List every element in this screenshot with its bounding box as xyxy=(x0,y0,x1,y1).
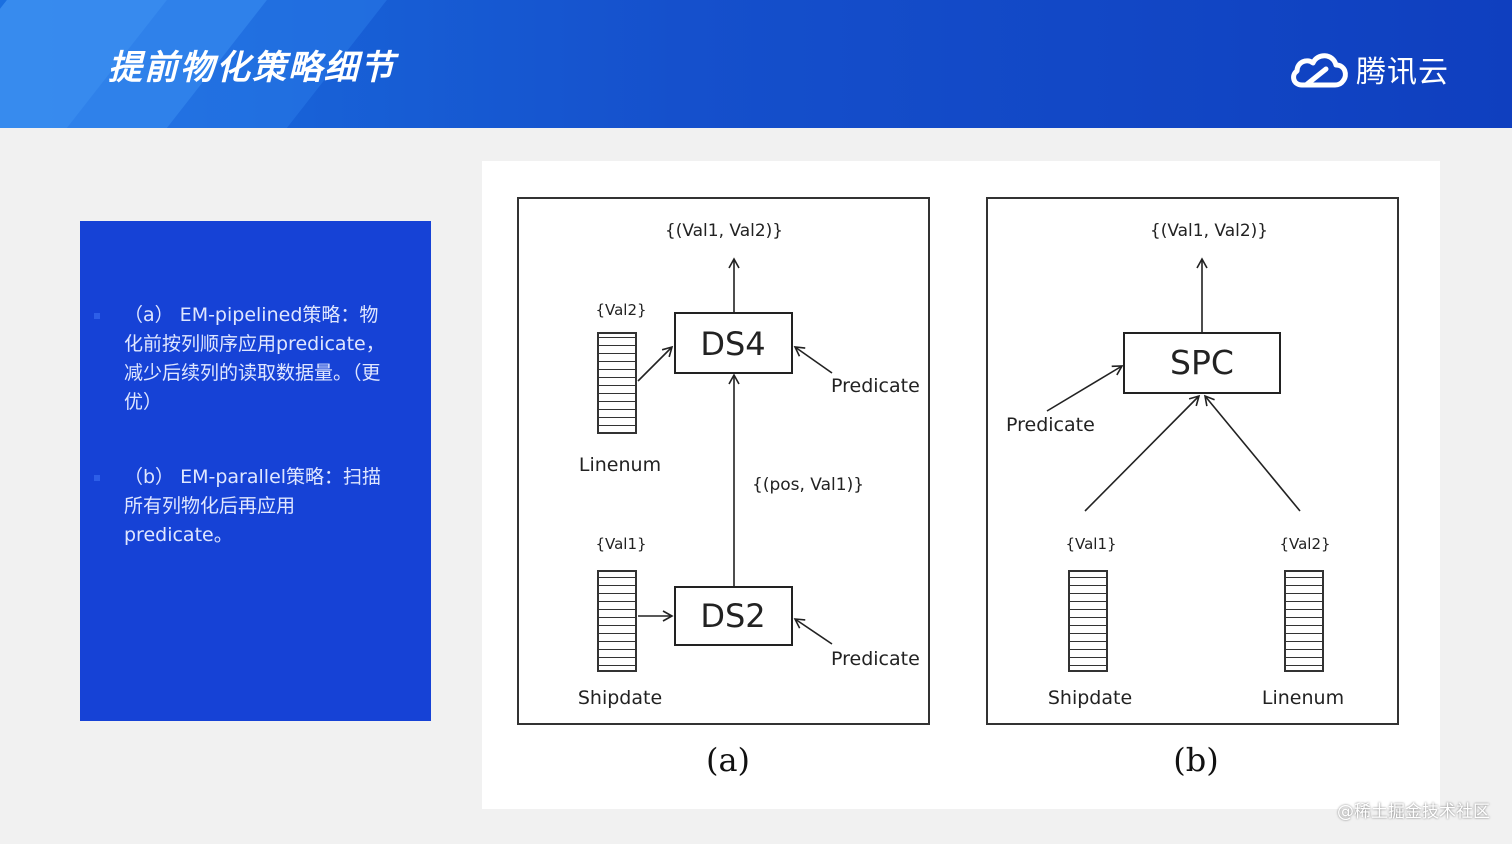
logo-text: 腾讯云 xyxy=(1356,55,1449,90)
panel-a-caption: (a) xyxy=(706,741,750,779)
predicate-ds4-label: Predicate xyxy=(831,375,920,397)
shipdate-column-name: Shipdate xyxy=(1048,687,1132,709)
shipdate-value-label: {Val1} xyxy=(595,535,646,553)
shipdate-column-name: Shipdate xyxy=(578,687,662,709)
tencent-cloud-logo-icon xyxy=(1291,53,1348,88)
pos-val1-flow-label: {(pos, Val1)} xyxy=(752,475,864,495)
linenum-value-label: {Val2} xyxy=(1279,535,1330,553)
bullet-marker xyxy=(94,313,100,319)
arrow-linenum-ds4 xyxy=(637,345,674,382)
bullet-text: （a） EM-pipelined策略：物化前按列顺序应用predicate，减少… xyxy=(124,304,385,413)
shipdate-column-icon xyxy=(597,570,637,672)
ds4-box xyxy=(674,312,793,374)
materialization-diagram: {(Val1, Val2)} DS4 {Val2} Linenum Predic… xyxy=(517,197,1399,779)
ds4-label: DS4 xyxy=(700,325,765,363)
page-title: 提前物化策略细节 xyxy=(108,48,396,88)
arrow-linenum-spc xyxy=(1203,394,1301,512)
panel-a-output-label: {(Val1, Val2)} xyxy=(665,221,783,241)
diagram-card: {(Val1, Val2)} DS4 {Val2} Linenum Predic… xyxy=(482,161,1440,809)
ds2-box xyxy=(674,586,793,646)
panel-a: {(Val1, Val2)} DS4 {Val2} Linenum Predic… xyxy=(517,197,930,779)
predicate-ds2-label: Predicate xyxy=(831,648,920,670)
arrow-predicate-ds2 xyxy=(793,618,833,645)
shipdate-value-label: {Val1} xyxy=(1065,535,1116,553)
shipdate-column-icon xyxy=(1068,570,1108,672)
panel-b-output-label: {(Val1, Val2)} xyxy=(1150,221,1268,241)
linenum-column-icon xyxy=(597,332,637,434)
linenum-column-icon xyxy=(1284,570,1324,672)
bullet-marker xyxy=(94,475,100,481)
spc-box xyxy=(1123,332,1281,394)
arrow-predicate-spc xyxy=(1046,365,1124,412)
linenum-column-name: Linenum xyxy=(579,454,661,476)
predicate-spc-label: Predicate xyxy=(1006,414,1095,436)
bullet-em-parallel: （b） EM-parallel策略：扫描所有列物化后再应用predicate。 xyxy=(94,463,394,550)
arrow-predicate-ds4 xyxy=(793,346,833,374)
bullet-text: （b） EM-parallel策略：扫描所有列物化后再应用predicate。 xyxy=(124,466,382,546)
linenum-value-label: {Val2} xyxy=(595,301,646,319)
ds2-label: DS2 xyxy=(700,597,765,635)
watermark: @稀土掘金技术社区 xyxy=(1337,802,1490,822)
spc-label: SPC xyxy=(1170,343,1234,382)
tencent-cloud-logo: 腾讯云 xyxy=(1288,44,1449,94)
header-banner: 提前物化策略细节 腾讯云 xyxy=(0,0,1512,128)
panel-b: {(Val1, Val2)} SPC Predicate {Val1} Ship… xyxy=(986,197,1399,779)
panel-b-caption: (b) xyxy=(1173,741,1218,779)
description-panel: （a） EM-pipelined策略：物化前按列顺序应用predicate，减少… xyxy=(80,221,431,721)
bullet-em-pipelined: （a） EM-pipelined策略：物化前按列顺序应用predicate，减少… xyxy=(94,301,394,417)
linenum-column-name: Linenum xyxy=(1262,687,1344,709)
panel-b-frame xyxy=(986,197,1399,725)
arrow-shipdate-spc xyxy=(1084,394,1201,512)
